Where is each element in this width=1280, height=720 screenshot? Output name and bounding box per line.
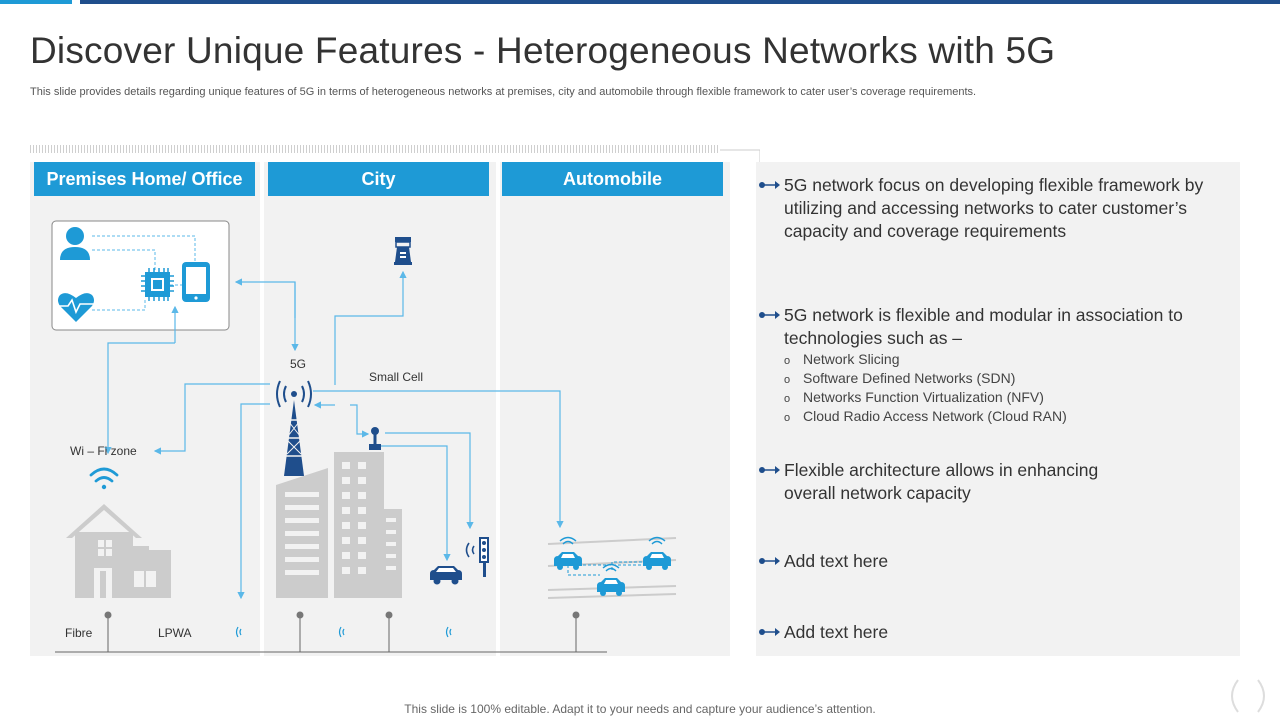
smartphone-icon <box>182 262 210 302</box>
network-bus <box>55 611 607 653</box>
list-item: Network Slicing <box>784 351 1183 370</box>
arrow-bullet-icon <box>759 557 780 565</box>
device-group-box <box>51 220 230 331</box>
feature-text-2: 5G network is flexible and modular in as… <box>784 304 1183 427</box>
hatch-connector <box>720 149 760 162</box>
label-small-cell: Small Cell <box>369 370 423 384</box>
hatch-divider <box>30 145 720 153</box>
wifi-icon <box>89 467 119 490</box>
network-arrows <box>104 270 564 600</box>
corner-decoration-icon <box>1231 679 1265 713</box>
feature-text-3: Flexible architecture allows in enhancin… <box>784 460 1099 503</box>
signal-icon <box>235 626 452 638</box>
chip-icon <box>141 268 174 301</box>
device-dashed-links <box>92 235 196 311</box>
connected-cars-icon <box>547 536 677 599</box>
footer-note: This slide is 100% editable. Adapt it to… <box>404 702 876 716</box>
antenna-tower-icon <box>276 380 312 476</box>
column-header-premises: Premises Home/ Office <box>34 162 255 196</box>
user-icon <box>60 227 90 260</box>
technology-list: Network Slicing Software Defined Network… <box>784 351 1183 427</box>
feature-bullet-1: 5G network focus on developing flexible … <box>758 174 1203 243</box>
column-header-city: City <box>268 162 489 196</box>
list-item: Software Defined Networks (SDN) <box>784 370 1183 389</box>
house-icon <box>66 504 171 598</box>
feature-bullet-2: 5G network is flexible and modular in as… <box>758 304 1183 427</box>
heart-pulse-icon <box>58 293 94 322</box>
arrow-bullet-icon <box>759 311 780 319</box>
page-subtitle: This slide provides details regarding un… <box>30 86 977 98</box>
label-5g: 5G <box>290 357 306 371</box>
automobile-panel <box>500 162 730 656</box>
label-lpwa: LPWA <box>158 626 192 640</box>
list-item: Cloud Radio Access Network (Cloud RAN) <box>784 408 1183 427</box>
feature-text-1: 5G network focus on developing flexible … <box>784 175 1204 241</box>
feature-text-4: Add text here <box>784 551 889 571</box>
feature-text-5: Add text here <box>784 622 889 642</box>
car-icon <box>430 566 462 585</box>
arrow-bullet-icon <box>759 181 780 189</box>
feature-bullet-5: Add text here <box>758 621 888 644</box>
top-accent-bar <box>0 0 72 4</box>
label-fibre: Fibre <box>65 626 93 640</box>
feature-bullet-4: Add text here <box>758 550 888 573</box>
top-bar <box>80 0 1280 4</box>
traffic-light-icon <box>465 537 489 577</box>
lighthouse-icon <box>394 237 412 265</box>
small-cell-icon <box>369 427 381 450</box>
label-wifi-zone: Wi – Fi zone <box>70 444 137 458</box>
list-item: Networks Function Virtualization (NFV) <box>784 389 1183 408</box>
network-diagram: 5G Small Cell Wi – Fi zone Fibre LPWA <box>51 149 760 653</box>
feature-bullet-3: Flexible architecture allows in enhancin… <box>758 459 1098 505</box>
building-icon <box>276 452 402 598</box>
page-title: Discover Unique Features - Heterogeneous… <box>30 30 1056 71</box>
arrow-bullet-icon <box>759 628 780 636</box>
column-header-automobile: Automobile <box>502 162 723 196</box>
arrow-bullet-icon <box>759 466 780 474</box>
